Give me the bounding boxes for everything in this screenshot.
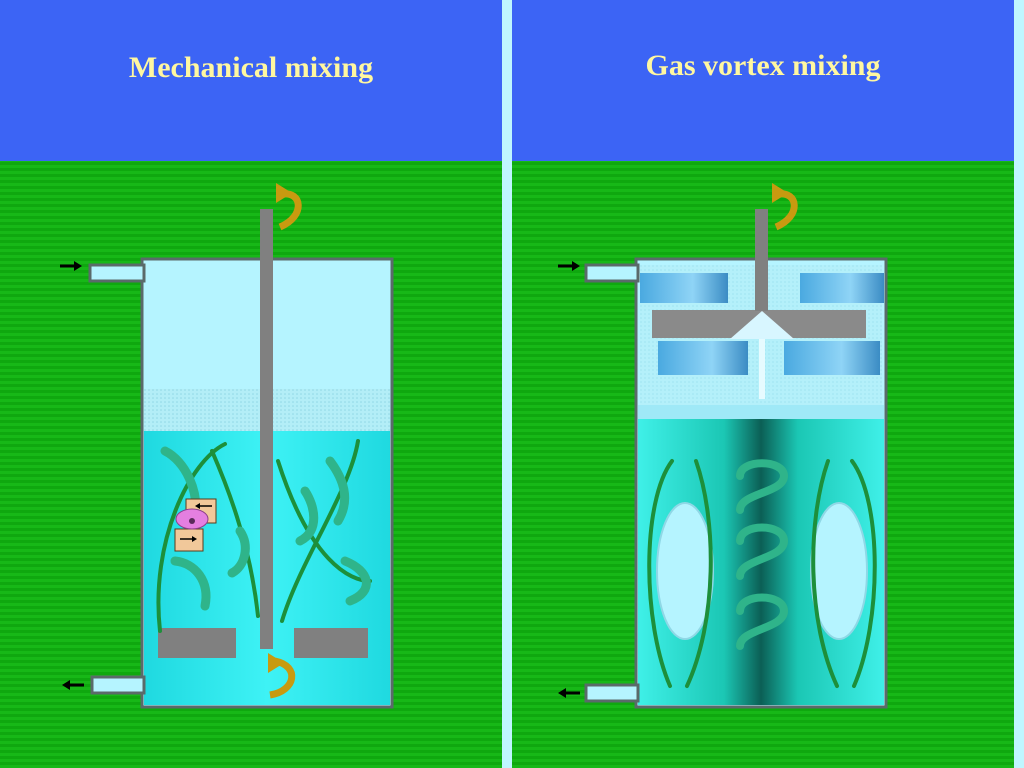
rotation-arrow-top-head bbox=[772, 183, 788, 203]
gas-vortex-mixing-panel: Gas vortex mixing bbox=[512, 0, 1014, 768]
gas-vortex-mixing-title: Gas vortex mixing bbox=[645, 49, 881, 82]
liquid-outlet-pipe bbox=[90, 675, 146, 695]
circulation-arrows bbox=[647, 459, 877, 688]
panel-header: Mechanical mixing bbox=[0, 0, 502, 161]
stirrer-shaft bbox=[260, 209, 273, 649]
turbine-shaft bbox=[755, 209, 768, 311]
mechanical-mixing-title: Mechanical mixing bbox=[128, 51, 374, 84]
panel-header: Gas vortex mixing bbox=[512, 0, 1014, 161]
inlet-arrow bbox=[558, 261, 580, 271]
gas-inlet-pipe bbox=[88, 263, 146, 283]
mechanical-mixer-diagram bbox=[0, 161, 502, 768]
gas-vortex-mixer-diagram bbox=[512, 161, 1014, 768]
gas-bubble-left bbox=[656, 502, 714, 640]
gas-turbine bbox=[640, 273, 884, 399]
impeller-blade-left bbox=[158, 628, 236, 658]
vortex-spiral bbox=[736, 459, 789, 650]
impeller-blade-right bbox=[294, 628, 368, 658]
mechanical-mixing-panel: Mechanical mixing bbox=[0, 0, 502, 768]
rotation-arrow-top-head bbox=[276, 183, 292, 203]
gas-inlet-pipe bbox=[584, 263, 640, 283]
mechanical-mixer-svg bbox=[60, 183, 394, 709]
inlet-arrow bbox=[60, 261, 82, 271]
outlet-arrow bbox=[62, 680, 84, 690]
bubble-detail bbox=[174, 498, 217, 552]
gas-bubble-right bbox=[810, 502, 868, 640]
gas-vortex-mixer-svg bbox=[558, 183, 888, 709]
liquid-outlet-pipe bbox=[584, 683, 640, 703]
rotation-arrow-bottom-head bbox=[268, 653, 284, 673]
outlet-arrow bbox=[558, 688, 580, 698]
